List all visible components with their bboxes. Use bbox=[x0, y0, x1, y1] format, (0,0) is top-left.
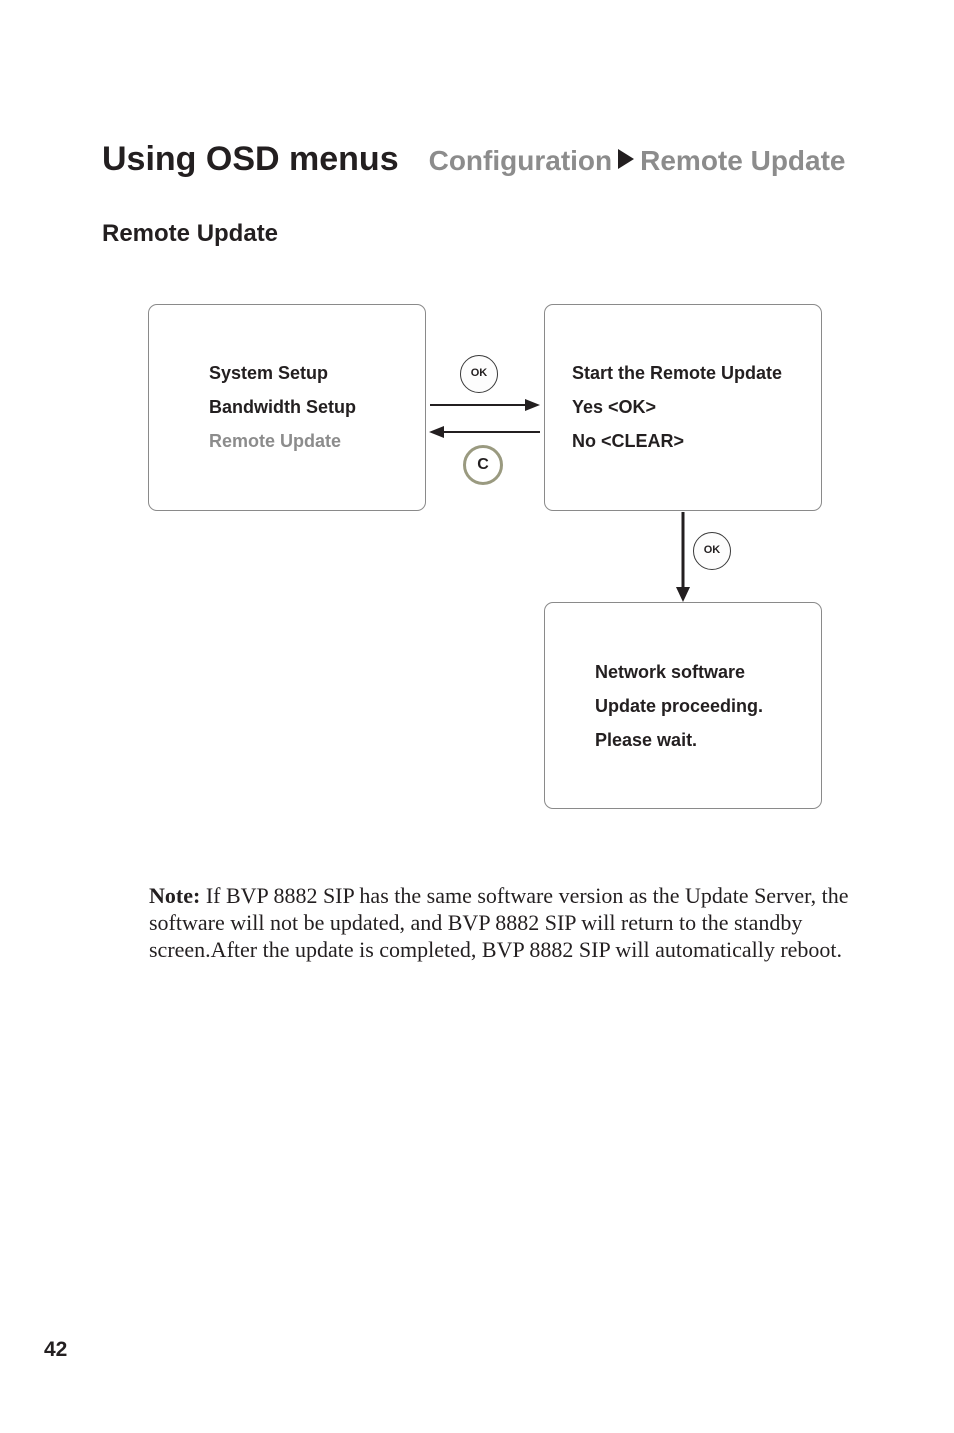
ok-button-icon: OK bbox=[693, 532, 731, 570]
page-title: Using OSD menus bbox=[102, 140, 399, 178]
arrow-left-icon bbox=[429, 426, 540, 438]
confirm-yes-option: Yes <OK> bbox=[572, 397, 657, 417]
menu-item-bandwidth-setup: Bandwidth Setup bbox=[209, 397, 356, 417]
note-paragraph: Note: If BVP 8882 SIP has the same softw… bbox=[149, 882, 849, 963]
clear-button-icon: C bbox=[463, 445, 503, 485]
page-number: 42 bbox=[44, 1338, 68, 1361]
note-label: Note: bbox=[149, 883, 201, 908]
confirm-no-option: No <CLEAR> bbox=[572, 431, 685, 451]
confirm-prompt: Start the Remote Update bbox=[572, 363, 783, 383]
arrow-down-icon bbox=[676, 512, 690, 602]
progress-line-2: Update proceeding. bbox=[595, 696, 764, 716]
breadcrumb-item-configuration: Configuration bbox=[428, 145, 613, 176]
page-header: Using OSD menus Configuration Remote Updat… bbox=[102, 140, 846, 179]
breadcrumb-item-remote-update: Remote Update bbox=[640, 145, 846, 176]
triangle-right-icon bbox=[618, 149, 635, 169]
progress-box: Network software Update proceeding. Plea… bbox=[544, 602, 822, 809]
confirm-box: Start the Remote Update Yes <OK> No <CLE… bbox=[544, 304, 822, 511]
menu-item-system-setup: System Setup bbox=[209, 363, 329, 383]
section-title: Remote Update bbox=[102, 220, 279, 247]
ok-button-icon: OK bbox=[460, 355, 498, 393]
menu-item-remote-update: Remote Update bbox=[209, 431, 342, 451]
progress-line-3: Please wait. bbox=[595, 730, 698, 750]
arrow-right-icon bbox=[430, 399, 540, 411]
note-text: If BVP 8882 SIP has the same software ve… bbox=[149, 883, 849, 962]
osd-menu-box: System Setup Bandwidth Setup Remote Upda… bbox=[148, 304, 426, 511]
progress-line-1: Network software bbox=[595, 662, 746, 682]
